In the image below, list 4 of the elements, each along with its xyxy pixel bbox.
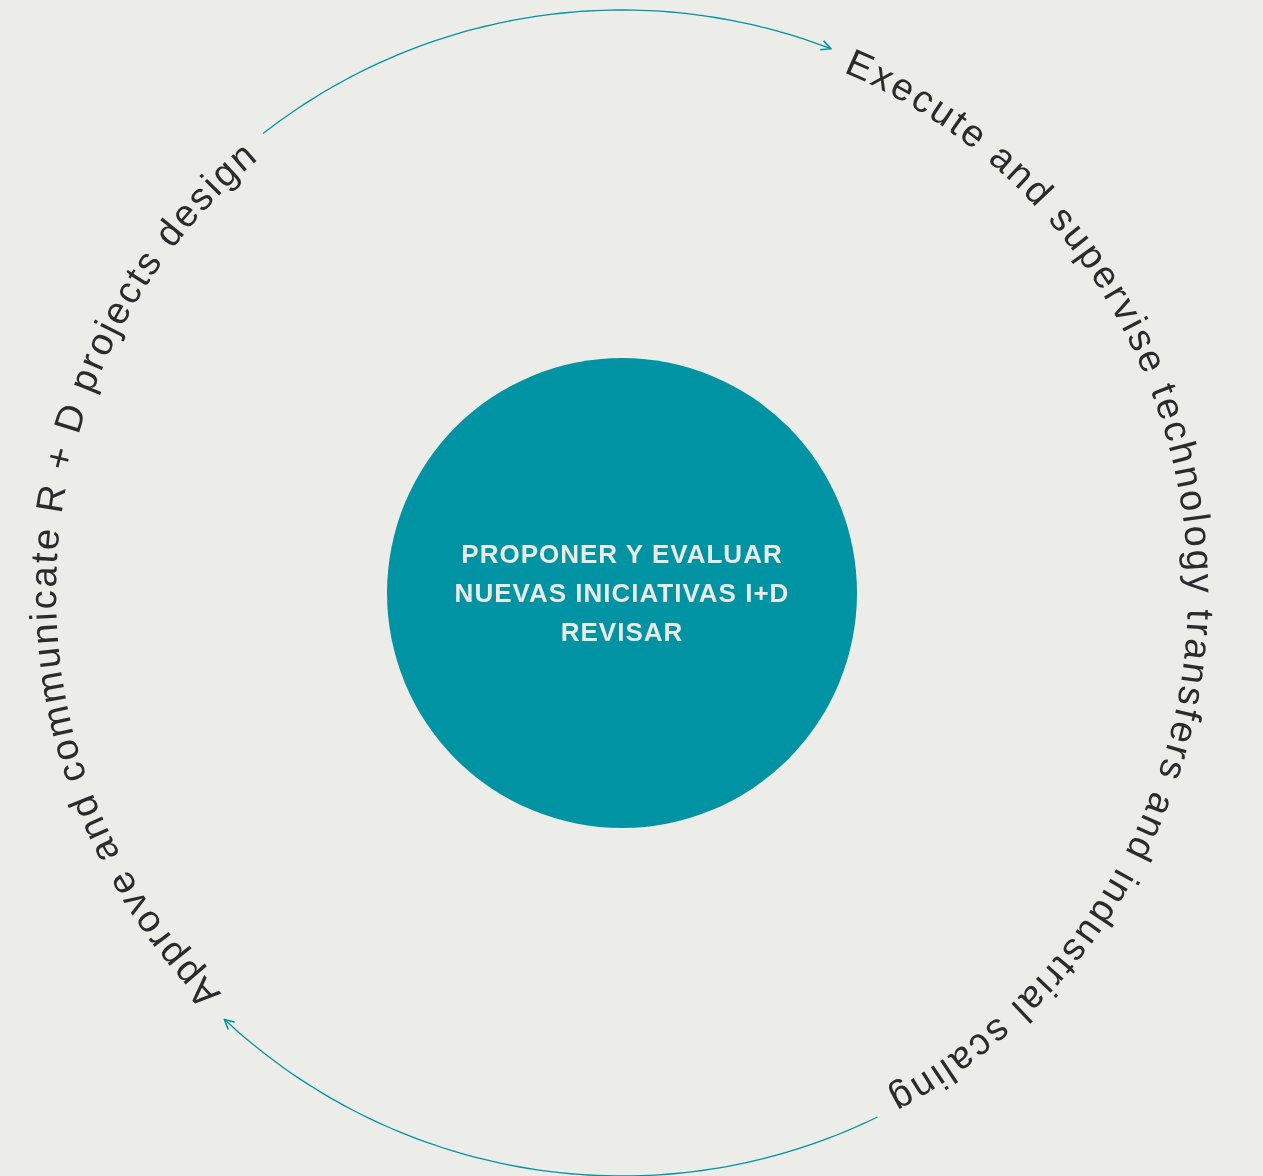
circle-label: REVISAR (560, 615, 684, 649)
curved-arrow (223, 1018, 879, 1176)
curved-arrow (262, 9, 832, 135)
circle-label: PROPONER Y EVALUAR NUEVAS INICIATIVAS I+D (453, 537, 791, 610)
